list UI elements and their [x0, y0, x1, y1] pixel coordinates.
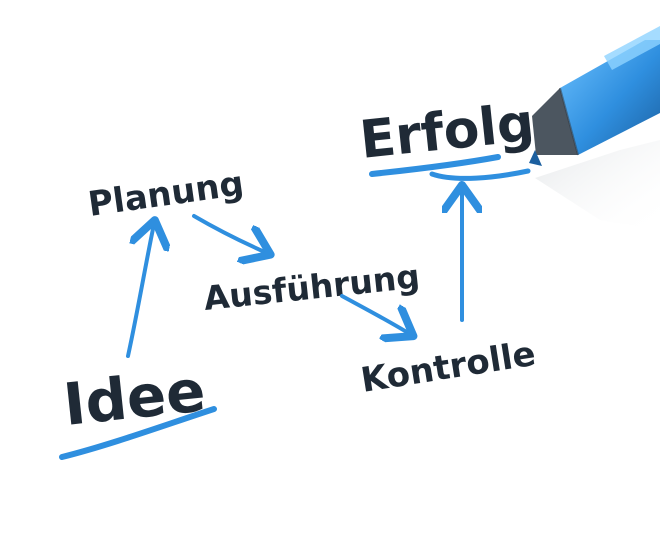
word-idee: Idee — [60, 356, 208, 438]
arrow-ausfuehrung-to-kontrolle — [340, 294, 410, 334]
pen-shadow — [535, 140, 660, 230]
marker-pen-icon — [529, 26, 660, 166]
erfolg-swoosh — [429, 168, 531, 181]
erfolg-underline — [369, 154, 501, 177]
word-kontrolle: Kontrolle — [358, 334, 538, 401]
arrow-planung-to-ausfuehrung — [192, 214, 267, 253]
arrow-idee-to-planung — [126, 224, 154, 358]
word-planung: Planung — [86, 164, 247, 225]
word-ausfuehrung: Ausführung — [202, 256, 422, 317]
idee-underline — [59, 406, 217, 460]
word-erfolg: Erfolg — [357, 93, 537, 171]
